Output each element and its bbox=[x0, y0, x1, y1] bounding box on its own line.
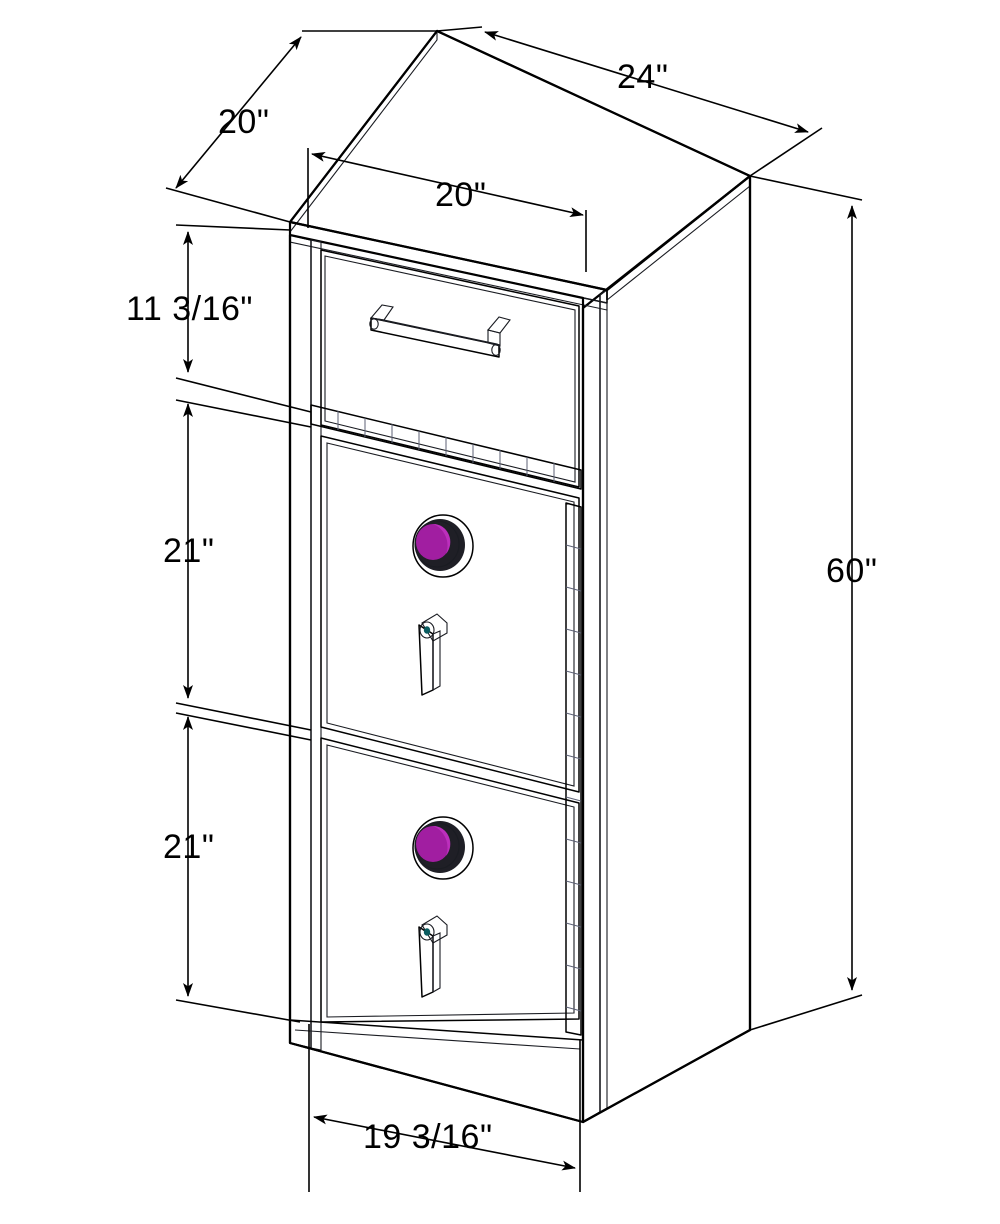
dim-label-drawer-height: 11 3/16" bbox=[126, 290, 253, 328]
dimension-door-upper: 21" bbox=[163, 399, 312, 731]
drawer-front[interactable] bbox=[320, 249, 580, 488]
lower-door[interactable] bbox=[320, 737, 580, 1023]
piano-hinge-side bbox=[565, 502, 582, 1036]
dim-label-overall-height: 60" bbox=[826, 552, 877, 590]
dimension-drawer-height: 11 3/16" bbox=[126, 224, 312, 413]
lock-lever-lower[interactable] bbox=[418, 915, 448, 998]
dimension-door-lower: 21" bbox=[163, 712, 312, 1023]
dimension-depth-top-inner: 20" bbox=[307, 148, 587, 272]
cabinet-body bbox=[288, 29, 752, 1124]
dim-label-door-upper: 21" bbox=[163, 532, 214, 570]
dim-label-depth-top-left: 20" bbox=[218, 103, 269, 141]
dim-label-front-width: 19 3/16" bbox=[363, 1118, 493, 1156]
dimension-front-width: 19 3/16" bbox=[308, 1024, 581, 1192]
right-side-panel bbox=[581, 174, 752, 1124]
top-panel bbox=[288, 29, 752, 311]
combination-dial-upper[interactable] bbox=[412, 514, 474, 578]
dim-label-width-top-right: 24" bbox=[617, 58, 668, 96]
front-carcass bbox=[288, 233, 585, 1124]
dimension-width-top-right: 24" bbox=[436, 26, 823, 177]
piano-hinge-top bbox=[310, 404, 582, 490]
dimension-depth-top-left: 20" bbox=[165, 30, 437, 223]
base-plinth bbox=[289, 1019, 584, 1123]
dim-label-depth-top-inner: 20" bbox=[435, 176, 486, 214]
drawer-pull[interactable] bbox=[369, 304, 511, 358]
lock-lever-upper[interactable] bbox=[418, 613, 448, 696]
upper-door[interactable] bbox=[320, 435, 580, 793]
dimension-overall-height: 60" bbox=[749, 175, 877, 1031]
combination-dial-lower[interactable] bbox=[412, 816, 474, 880]
dim-label-door-lower: 21" bbox=[163, 828, 214, 866]
